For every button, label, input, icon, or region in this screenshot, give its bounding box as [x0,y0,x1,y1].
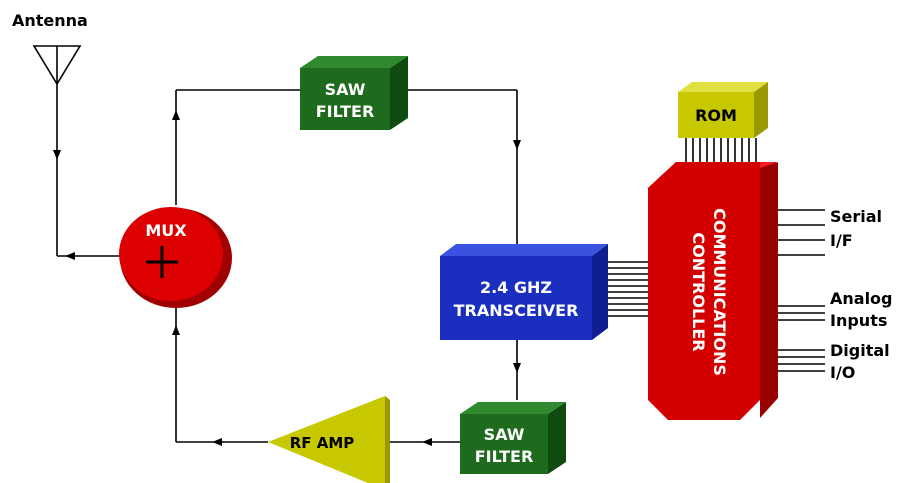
arrow-down-icon [53,150,61,160]
analog-label: Analog [830,289,893,308]
antenna-icon [32,45,82,256]
serial-if-label: I/F [830,231,853,250]
arrow-left-icon [65,252,75,260]
mux-label: MUX [145,221,187,240]
rf-amp: RF AMP [268,396,390,483]
arrow-left-icon [422,438,432,446]
arrow-up-icon [172,325,180,335]
transceiver-line2: TRANSCEIVER [454,301,579,320]
digital-io-label: I/O [830,363,855,382]
saw-filter-top: SAW FILTER [300,56,408,130]
analog-inputs-label: Inputs [830,311,887,330]
plus-icon [146,246,178,278]
communications-controller: COMMUNICATIONS CONTROLLER [648,162,778,420]
saw-filter-bottom-line2: FILTER [475,447,534,466]
antenna-label: Antenna [12,11,88,30]
arrow-down-icon [513,140,521,150]
controller-line1: COMMUNICATIONS [710,208,729,376]
saw-filter-top-line2: FILTER [316,102,375,121]
mux: MUX [119,207,232,308]
transceiver: 2.4 GHZ TRANSCEIVER [440,244,608,340]
arrow-icons [65,110,521,446]
transceiver-line1: 2.4 GHZ [480,278,552,297]
controller-line2: CONTROLLER [689,232,708,351]
digital-label: Digital [830,341,890,360]
arrow-down-icon [513,363,521,373]
rf-amp-label: RF AMP [290,434,355,452]
arrow-left-icon [212,438,222,446]
serial-label: Serial [830,207,882,226]
saw-filter-top-line1: SAW [325,80,366,99]
signal-paths [57,89,825,443]
saw-filter-bottom-line1: SAW [484,425,525,444]
rom: ROM [678,82,768,138]
arrow-up-icon [172,110,180,120]
saw-filter-bottom: SAW FILTER [460,402,566,474]
rom-label: ROM [695,106,737,125]
